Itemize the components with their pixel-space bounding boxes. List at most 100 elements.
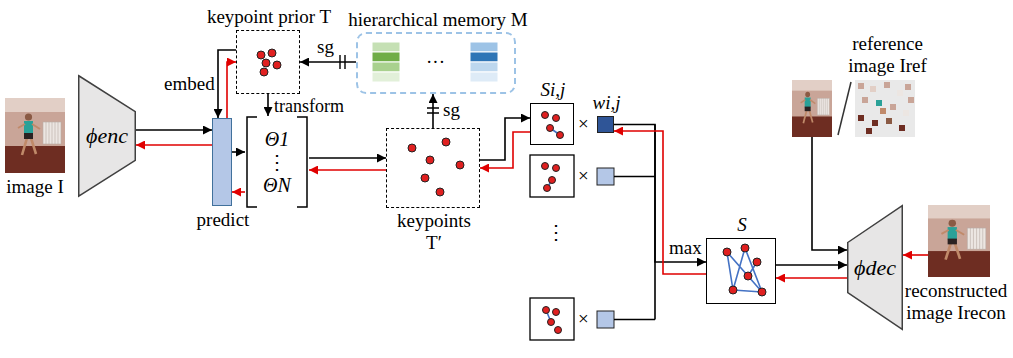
keypoint-dots bbox=[729, 286, 737, 294]
reconstructed-image: reconstructed image Irecon bbox=[928, 205, 990, 277]
skeleton-map: S bbox=[706, 238, 776, 304]
stop-gradient-mark bbox=[340, 55, 439, 113]
slash-separator bbox=[838, 82, 851, 135]
reference-image: reference image Iref bbox=[792, 80, 915, 137]
connector-arrow bbox=[267, 94, 269, 116]
connector-arrow bbox=[136, 129, 212, 131]
connector-arrow bbox=[614, 125, 706, 263]
masked-image bbox=[855, 80, 915, 137]
caption-holder: reference image Iref bbox=[833, 33, 943, 77]
skeleton-box bbox=[530, 298, 574, 340]
memory-stacks bbox=[372, 42, 400, 52]
skeleton-lines bbox=[727, 248, 762, 292]
memory-stacks bbox=[372, 42, 498, 82]
max-bracket bbox=[614, 125, 655, 320]
weight-square: wi,j bbox=[597, 116, 614, 133]
keypoint-dots bbox=[260, 68, 268, 76]
skeleton-box: Si,j bbox=[530, 103, 574, 145]
caption-holder: predict bbox=[188, 209, 258, 231]
masked-image bbox=[858, 83, 864, 89]
edge-label: sg bbox=[442, 100, 461, 119]
memory-stacks bbox=[470, 52, 498, 62]
caption-holder: S bbox=[722, 214, 762, 236]
max-bracket bbox=[614, 125, 655, 320]
photo-illustration bbox=[792, 80, 832, 137]
multiply-sign: × bbox=[578, 114, 589, 133]
box-heading: hierarchical memory M bbox=[338, 9, 538, 31]
masked-image bbox=[897, 90, 903, 96]
stop-gradient-mark bbox=[340, 55, 439, 113]
matrix-entry: Θ1 bbox=[265, 128, 289, 151]
edge-label: transform bbox=[273, 97, 345, 115]
masked-image bbox=[872, 120, 878, 126]
weight-square bbox=[597, 168, 614, 185]
skeleton-lines bbox=[546, 128, 762, 322]
connector-arrow bbox=[300, 61, 356, 63]
caption-holder: wi,j bbox=[582, 92, 632, 114]
keypoint-dots bbox=[542, 112, 549, 119]
keypoint-prior-box: keypoint prior T bbox=[236, 30, 300, 94]
caption-holder: Si,j bbox=[523, 79, 583, 101]
connector-arrow bbox=[776, 277, 847, 279]
masked-image bbox=[890, 104, 896, 110]
masked-image bbox=[886, 118, 892, 124]
matrix-entry: ΘN bbox=[263, 174, 291, 197]
keypoint-dots bbox=[442, 138, 450, 146]
masked-image bbox=[876, 100, 882, 106]
image-caption: reference image Iref bbox=[833, 33, 943, 77]
connector-arrow bbox=[480, 132, 530, 168]
connector-arrow bbox=[232, 151, 245, 153]
edge-label: sg bbox=[316, 37, 335, 56]
keypoint-dots bbox=[257, 49, 766, 334]
enc-outline bbox=[79, 76, 136, 197]
masked-image bbox=[858, 115, 864, 121]
multiply-sign: × bbox=[578, 166, 589, 185]
keypoint-dots bbox=[723, 248, 731, 256]
keypoint-dots bbox=[758, 288, 766, 296]
keypoint-dots bbox=[548, 319, 555, 326]
caption-holder: keypoint prior T bbox=[194, 6, 344, 28]
memory-stacks bbox=[372, 72, 400, 82]
edge-label: max bbox=[668, 238, 703, 257]
connector-arrow bbox=[309, 157, 386, 159]
masked-image bbox=[884, 82, 890, 88]
keypoint-dots bbox=[555, 327, 562, 334]
masked-image bbox=[903, 110, 909, 116]
input-image: image I bbox=[5, 98, 65, 173]
connector-arrow bbox=[432, 94, 434, 128]
dec-outline bbox=[848, 206, 903, 330]
keypoint-dots bbox=[741, 244, 749, 252]
masked-image bbox=[905, 84, 911, 90]
embedding-bar: predict bbox=[212, 118, 232, 206]
skeleton-box bbox=[530, 155, 574, 197]
keypoint-dots bbox=[268, 49, 276, 57]
keypoint-dots bbox=[257, 51, 265, 59]
memory-stacks bbox=[470, 72, 498, 82]
memory-stacks bbox=[470, 42, 498, 52]
bar-caption: predict bbox=[188, 209, 258, 231]
ellipsis-mark: ··· bbox=[426, 52, 445, 71]
decoder: ϕdec bbox=[847, 205, 903, 330]
photo-illustration bbox=[5, 80, 990, 277]
keypoint-dots bbox=[421, 174, 429, 182]
masked-image bbox=[908, 97, 914, 103]
keypoint-dots bbox=[408, 144, 416, 152]
keypoint-dots bbox=[544, 185, 551, 192]
keypoint-dots bbox=[557, 132, 564, 139]
weight-square bbox=[597, 311, 614, 328]
weight-square bbox=[597, 168, 614, 328]
caption-holder: hierarchical memory M bbox=[338, 9, 538, 31]
edge-label: embed bbox=[163, 74, 216, 93]
multiply-sign: × bbox=[578, 309, 589, 328]
keypoints-box: keypoints T′ bbox=[386, 128, 480, 208]
keypoint-dots bbox=[543, 307, 550, 314]
image-caption: reconstructed image Irecon bbox=[903, 280, 1009, 324]
box-heading: S bbox=[722, 214, 762, 236]
keypoint-dots bbox=[553, 165, 560, 172]
caption-holder: image I bbox=[0, 176, 75, 198]
keypoint-dots bbox=[426, 156, 434, 164]
connector-arrow bbox=[218, 50, 236, 118]
box-caption: keypoints T′ bbox=[392, 210, 476, 254]
masked-image bbox=[862, 97, 868, 103]
